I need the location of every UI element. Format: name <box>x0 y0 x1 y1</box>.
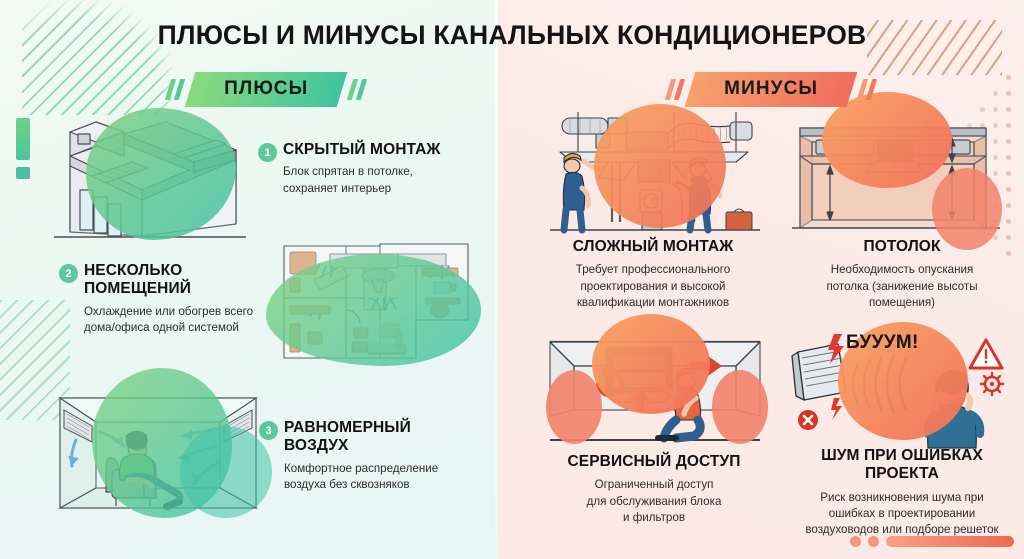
warning-triangle-icon <box>968 338 1004 370</box>
orange-blob <box>592 314 710 414</box>
orange-blob <box>838 322 968 440</box>
pros-badge-pill: ПЛЮСЫ <box>184 72 348 107</box>
illustration-two-workers-installing-ducts <box>540 104 770 236</box>
orange-blob-right <box>712 370 768 444</box>
cons-item-4: ШУМ ПРИ ОШИБКАХ ПРОЕКТА Риск возникновен… <box>778 447 1024 539</box>
illustration-noise-man-covering-ears: БУУУМ! <box>786 322 1018 452</box>
cons-item-3-heading: СЕРВИСНЫЙ ДОСТУП <box>567 453 741 470</box>
orange-blob <box>594 104 726 228</box>
cons-item-4-heading: ШУМ ПРИ ОШИБКАХ ПРОЕКТА <box>821 447 983 483</box>
cons-item-3: СЕРВИСНЫЙ ДОСТУП Ограниченный доступ для… <box>534 453 774 527</box>
pros-section-badge: ПЛЮСЫ <box>164 72 368 107</box>
orange-blob <box>822 92 952 188</box>
pros-item-1: СКРЫТЫЙ МОНТАЖ Блок спрятан в потолке, с… <box>283 141 488 197</box>
cons-item-3-body: Ограниченный доступ для обслуживания бло… <box>586 478 722 525</box>
green-blob <box>266 254 481 366</box>
cons-badge-label: МИНУСЫ <box>724 78 819 99</box>
slash-marks-left-green-icon <box>164 79 186 100</box>
green-blob-secondary <box>180 426 272 518</box>
panel-divider <box>495 0 498 559</box>
pros-item-2-heading: НЕСКОЛЬКО ПОМЕЩЕНИЙ <box>84 262 191 298</box>
pros-item-1-number: 1 <box>258 143 277 162</box>
slash-marks-right-orange-icon <box>856 79 878 100</box>
illustration-worker-servicing-cassette <box>540 314 770 450</box>
pros-item-3-heading: РАВНОМЕРНЫЙ ВОЗДУХ <box>284 419 411 455</box>
error-cross-icon <box>798 410 818 430</box>
pros-item-1-body: Блок спрятан в потолке, сохраняет интерь… <box>283 165 413 195</box>
cons-item-1-heading: СЛОЖНЫЙ МОНТАЖ <box>572 238 734 255</box>
pros-item-3: РАВНОМЕРНЫЙ ВОЗДУХ Комфортное распределе… <box>284 419 494 493</box>
pros-item-2-body: Охлаждение или обогрев всего дома/офиса … <box>84 304 254 335</box>
green-blob <box>86 108 236 240</box>
pros-item-2-number: 2 <box>59 264 78 283</box>
cons-item-4-body: Риск возникновения шума при ошибках в пр… <box>805 490 999 537</box>
orange-blob-left <box>546 370 602 444</box>
illustration-room-with-ceiling-ducts <box>24 104 254 244</box>
slash-marks-right-green-icon <box>346 79 368 100</box>
cons-item-2: ПОТОЛОК Необходимость опускания потолка … <box>790 238 1014 312</box>
pros-item-2: НЕСКОЛЬКО ПОМЕЩЕНИЙ Охлаждение или обогр… <box>84 262 299 336</box>
slash-marks-left-orange-icon <box>664 79 686 100</box>
orange-blob-secondary <box>932 168 1002 250</box>
cons-item-1-body: Требует профессионального проектирования… <box>575 263 731 310</box>
pros-item-1-heading: СКРЫТЫЙ МОНТАЖ <box>283 141 441 158</box>
pros-item-3-number: 3 <box>259 421 278 440</box>
cons-badge-pill: МИНУСЫ <box>684 72 858 107</box>
cons-item-2-heading: ПОТОЛОК <box>863 238 941 255</box>
illustration-floorplan-duct-network <box>266 232 500 368</box>
cons-item-1: СЛОЖНЫЙ МОНТАЖ Требует профессионального… <box>536 238 770 312</box>
cons-item-2-body: Необходимость опускания потолка (занижен… <box>826 263 978 310</box>
illustration-room-section-lowered-ceiling <box>786 92 1014 250</box>
boom-callout-text: БУУУМ! <box>846 332 919 353</box>
pros-badge-label: ПЛЮСЫ <box>224 78 309 99</box>
pros-item-3-body: Комфортное распределение воздуха без скв… <box>284 461 439 492</box>
illustration-seated-man-airflow-room <box>52 366 282 522</box>
gear-icon <box>979 371 1005 397</box>
cons-section-badge: МИНУСЫ <box>664 72 878 107</box>
page-title: ПЛЮСЫ И МИНУСЫ КАНАЛЬНЫХ КОНДИЦИОНЕРОВ <box>157 20 867 50</box>
